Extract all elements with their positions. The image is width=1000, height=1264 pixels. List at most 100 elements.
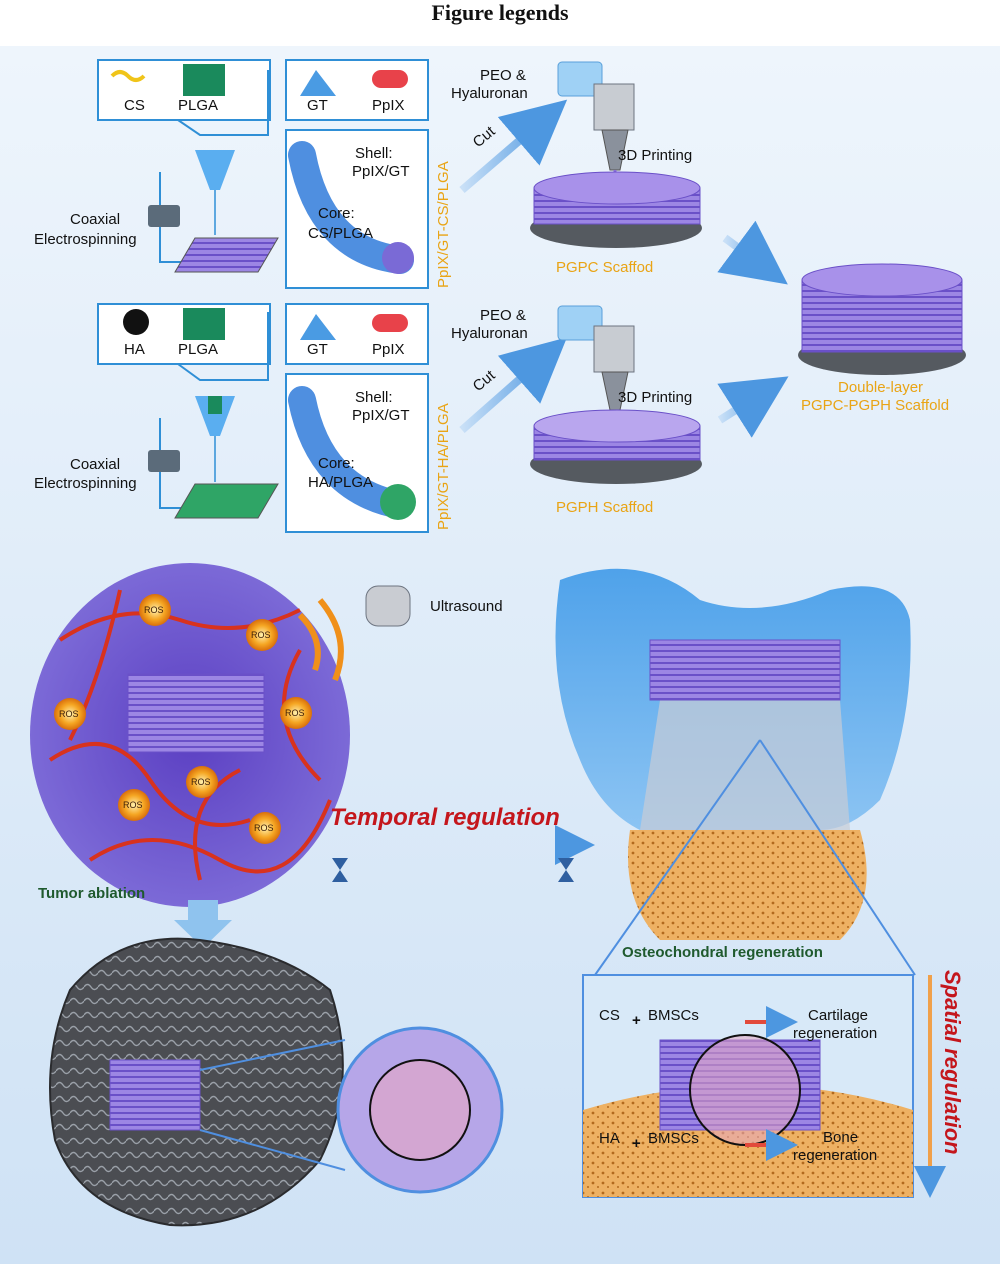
- ppix-icon: [372, 70, 408, 88]
- row1-core-label-2: CS/PLGA: [308, 225, 373, 242]
- row1-scaffold-label: PGPC Scaffod: [556, 259, 653, 276]
- combine-arrow-bottom: [717, 376, 789, 438]
- plga-icon: [183, 64, 225, 96]
- row1-shell-label-1: Shell:: [355, 145, 393, 162]
- row1-additive-label-2: Hyaluronan: [451, 85, 528, 102]
- row1-device-label-2: Electrospinning: [34, 231, 137, 248]
- row2-device-label-1: Coaxial: [70, 456, 120, 473]
- tumor-ablation-label: Tumor ablation: [38, 885, 145, 902]
- row2-material-gt: GT: [307, 341, 328, 358]
- inset-bmsc-label: BMSCs: [648, 1007, 699, 1024]
- joint-bone: [628, 830, 867, 940]
- inset-plus: +: [632, 1135, 641, 1152]
- row1-printer-head: [593, 83, 635, 131]
- ros-label: ROS: [59, 709, 79, 719]
- row2-material-ppix: PpIX: [372, 341, 405, 358]
- joint-scaffold: [649, 639, 841, 701]
- combined-scaffold-panel: Double-layer PGPC-PGPH Scaffold: [717, 220, 966, 438]
- row1-core-label-1: Core:: [318, 205, 355, 222]
- ultrasound-probe-icon: [365, 585, 411, 627]
- spatial-regulation-label: Spatial regulation: [940, 970, 965, 1155]
- row2-ppix-icon: [372, 314, 408, 332]
- row2-power-supply-icon: [148, 450, 180, 472]
- joint-panel: Osteochondral regeneration: [555, 568, 911, 961]
- row2-additive-label-1: PEO &: [480, 307, 526, 324]
- page-title: Figure legends: [431, 0, 569, 25]
- tumor-down-arrow: [174, 900, 232, 948]
- combined-label-2: PGPC-PGPH Scaffold: [801, 397, 949, 414]
- inset-cs-label: CS: [599, 1007, 620, 1024]
- ros-label: ROS: [285, 708, 305, 718]
- regeneration-inset: CS + BMSCs Cartilage regeneration HA + B…: [582, 739, 916, 1198]
- cartilage-label-2: regeneration: [793, 1025, 877, 1042]
- ultrasound-waves: [297, 598, 344, 682]
- row1-material-plga: PLGA: [178, 97, 218, 114]
- row1-beaker-icon: [557, 61, 603, 97]
- hourglass-icon: [332, 858, 348, 882]
- temporal-regulation: Temporal regulation: [330, 804, 595, 882]
- row2-shell-label-1: Shell:: [355, 389, 393, 406]
- gt-icon: [300, 70, 336, 96]
- row1-shell-label-2: PpIX/GT: [352, 163, 410, 180]
- row2-beaker-icon: [557, 305, 603, 341]
- spatial-regulation: Spatial regulation: [914, 970, 965, 1198]
- cs-icon: [110, 70, 146, 82]
- row2-printer-head: [593, 325, 635, 373]
- ultrasound-label: Ultrasound: [430, 598, 503, 615]
- temporal-regulation-label: Temporal regulation: [330, 804, 560, 831]
- ros-markers: ROS ROS ROS ROS ROS ROS ROS: [54, 594, 312, 844]
- hourglass-icon: [558, 858, 574, 882]
- inset-bmsc-label: BMSCs: [648, 1130, 699, 1147]
- row2-material-plga: PLGA: [178, 341, 218, 358]
- row1-printing-panel: Cut PEO & Hyaluronan 3D Printing PGPC Sc…: [451, 61, 702, 276]
- row2-additive-label-2: Hyaluronan: [451, 325, 528, 342]
- row2-plga-icon: [183, 308, 225, 340]
- combined-label-1: Double-layer: [838, 379, 923, 396]
- ablated-tumor-panel: [49, 937, 504, 1227]
- ablated-tumor-scaffold: [109, 1059, 201, 1131]
- ros-label: ROS: [251, 630, 271, 640]
- row2-printing-label: 3D Printing: [618, 389, 692, 406]
- row2-core-label-2: HA/PLGA: [308, 474, 373, 491]
- row1-material-ppix: PpIX: [372, 97, 405, 114]
- row2-device-label-2: Electrospinning: [34, 475, 137, 492]
- row2-scaffold-label: PGPH Scaffod: [556, 499, 653, 516]
- bone-label-1: Bone: [823, 1129, 858, 1146]
- row1-feed-line: [177, 70, 269, 136]
- row2-material-ha: HA: [124, 341, 145, 358]
- row1-material-cs: CS: [124, 97, 145, 114]
- row2-spinneret: [195, 396, 235, 436]
- row1-printing-label: 3D Printing: [618, 147, 692, 164]
- row2-shell-label-2: PpIX/GT: [352, 407, 410, 424]
- row1-additive-label-1: PEO &: [480, 67, 526, 84]
- row1-device-label-1: Coaxial: [70, 211, 120, 228]
- row1-fiber-vertical-label: PpIX/GT-CS/PLGA: [435, 161, 452, 288]
- row1-material-gt: GT: [307, 97, 328, 114]
- row2-collector: [174, 483, 279, 519]
- cartilage-label-1: Cartilage: [808, 1007, 868, 1024]
- row2-electrospinning-panel: HA PLGA GT PpIX Coaxial Electrospinning …: [34, 303, 452, 533]
- row1-electrospinning-panel: CS PLGA GT PpIX Coaxial Electrospinning …: [34, 59, 452, 289]
- row1-power-supply-icon: [148, 205, 180, 227]
- osteo-label: Osteochondral regeneration: [622, 944, 823, 961]
- ha-icon: [123, 309, 149, 335]
- row1-spinneret: [195, 150, 235, 190]
- inset-ha-label: HA: [599, 1130, 620, 1147]
- tumor-panel: ROS ROS ROS ROS ROS ROS ROS Ultrasound T…: [30, 563, 503, 948]
- row2-cut-arrow: [459, 337, 568, 434]
- bone-label-2: regeneration: [793, 1147, 877, 1164]
- row2-fiber-vertical-label: PpIX/GT-HA/PLGA: [435, 403, 452, 530]
- ros-label: ROS: [254, 823, 274, 833]
- row2-core-label-1: Core:: [318, 455, 355, 472]
- row1-collector: [174, 237, 279, 273]
- combine-arrow-top: [717, 220, 788, 285]
- ros-label: ROS: [191, 777, 211, 787]
- row2-printing-panel: Cut PEO & Hyaluronan 3D Printing PGPH Sc…: [451, 305, 702, 516]
- row2-gt-icon: [300, 314, 336, 340]
- ros-label: ROS: [123, 800, 143, 810]
- row1-cut-arrow: [459, 99, 568, 194]
- ros-label: ROS: [144, 605, 164, 615]
- inset-plus: +: [632, 1012, 641, 1029]
